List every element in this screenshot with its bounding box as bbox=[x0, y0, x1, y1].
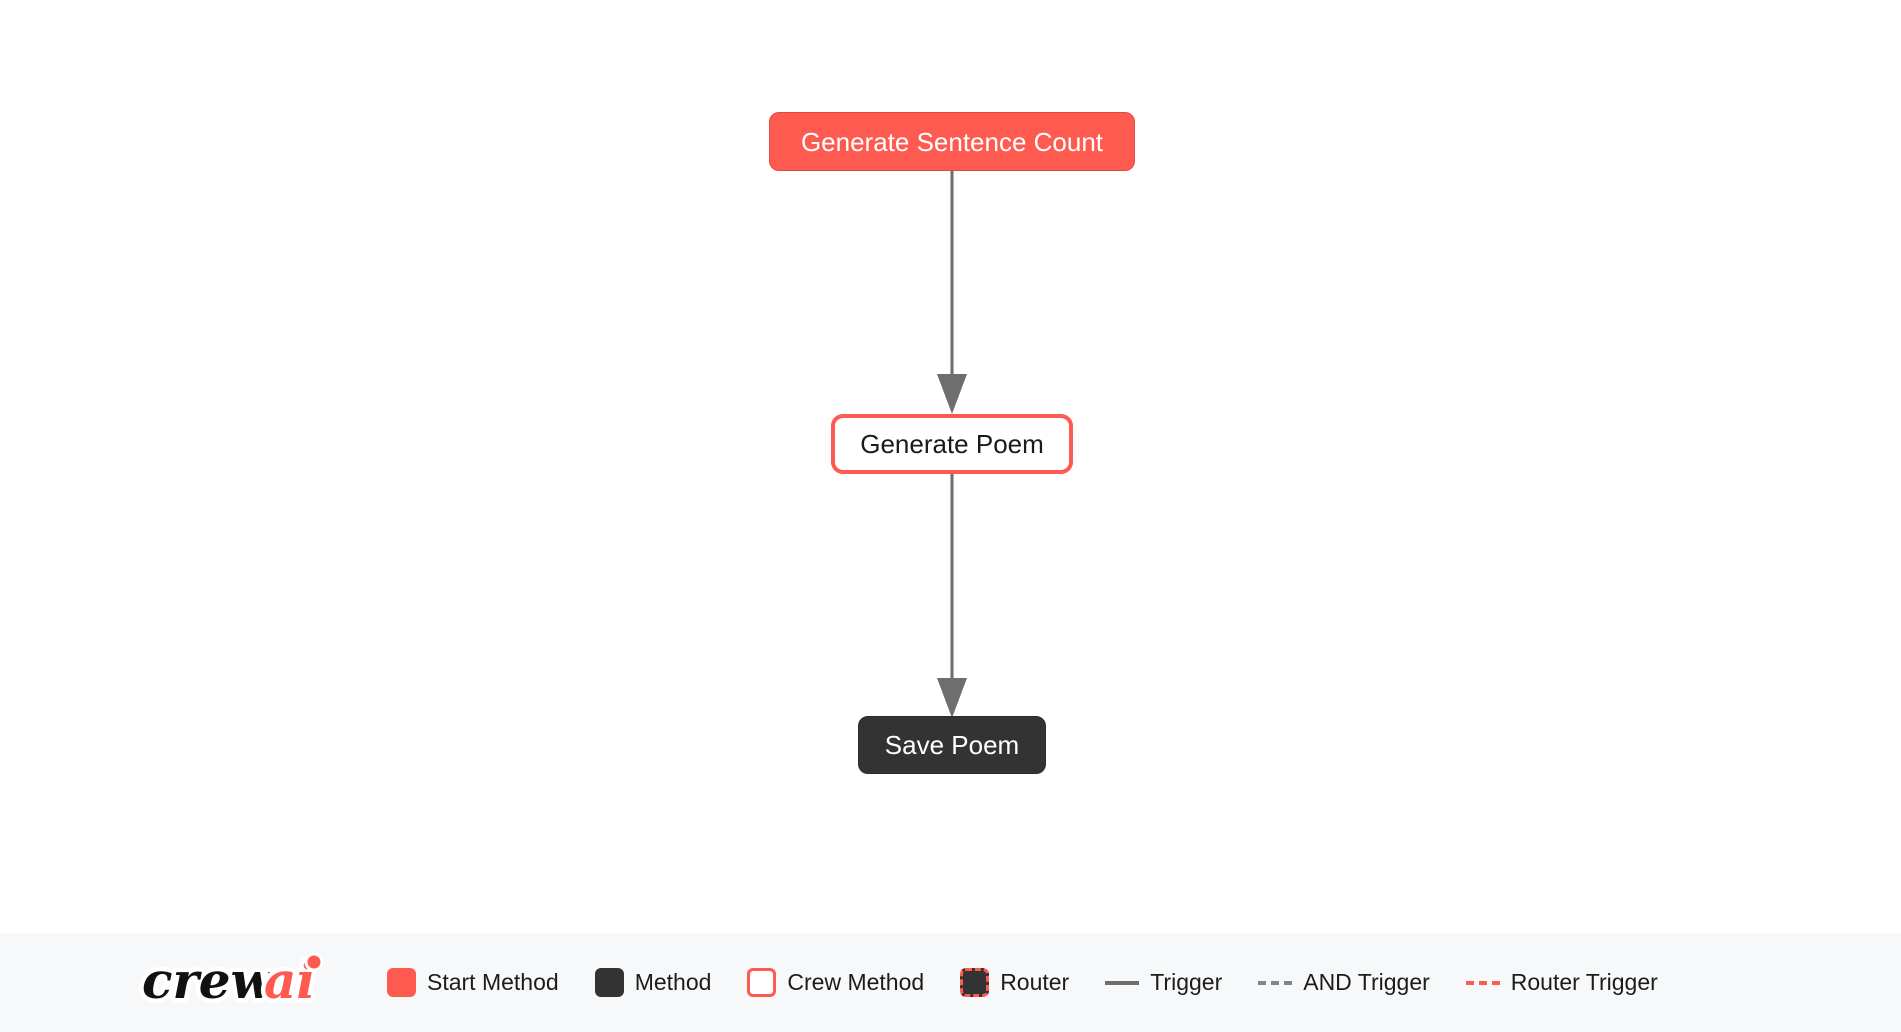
flow-node-label: Generate Sentence Count bbox=[800, 126, 1104, 157]
legend-item-method[interactable]: Method bbox=[594, 968, 712, 997]
flow-node-generate-poem[interactable]: Generate Poem bbox=[831, 414, 1073, 474]
legend-item-trigger[interactable]: Trigger bbox=[1105, 971, 1222, 994]
logo-dot-outline-icon bbox=[304, 952, 324, 971]
edge-layer bbox=[937, 171, 967, 718]
flow-diagram-canvas: Generate Sentence Count Generate Poem Sa… bbox=[769, 112, 1135, 774]
legend-item-and-trigger[interactable]: AND Trigger bbox=[1258, 971, 1430, 994]
logo-outline-crew: crew bbox=[142, 951, 276, 1010]
crew-method-swatch-icon bbox=[747, 968, 777, 997]
method-swatch-icon bbox=[594, 968, 624, 997]
legend-label: Crew Method bbox=[787, 969, 925, 995]
legend-label: Method bbox=[634, 969, 712, 995]
trigger-line-icon bbox=[1105, 981, 1140, 985]
flow-node-save-poem[interactable]: Save Poem bbox=[858, 716, 1046, 774]
legend-bar: crew crew ai ai Start Method Method Crew… bbox=[0, 933, 1901, 1032]
flow-node-label: Save Poem bbox=[884, 730, 1020, 760]
legend-label: Trigger bbox=[1150, 969, 1223, 995]
logo-dot-icon bbox=[306, 953, 322, 970]
legend-label: Router bbox=[1000, 969, 1070, 995]
router-trigger-line-icon bbox=[1465, 981, 1500, 985]
legend-label: Start Method bbox=[427, 969, 559, 995]
legend-label: Router Trigger bbox=[1510, 969, 1658, 995]
legend-label: AND Trigger bbox=[1303, 969, 1430, 995]
arrowhead-icon bbox=[937, 678, 967, 718]
legend-item-start-method[interactable]: Start Method bbox=[387, 968, 559, 997]
and-trigger-line-icon bbox=[1258, 981, 1293, 985]
legend-item-router[interactable]: Router bbox=[960, 968, 1069, 997]
flow-node-generate-sentence-count[interactable]: Generate Sentence Count bbox=[769, 112, 1135, 171]
legend-item-crew-method[interactable]: Crew Method bbox=[747, 968, 924, 997]
arrowhead-icon bbox=[937, 374, 967, 414]
start-method-swatch-icon bbox=[387, 968, 416, 997]
router-swatch-icon bbox=[960, 968, 990, 997]
logo-text-crew: crew bbox=[142, 951, 276, 1010]
flow-node-label: Generate Poem bbox=[860, 429, 1044, 459]
edge-generate-sentence-count-to-generate-poem bbox=[937, 171, 967, 414]
legend-item-router-trigger[interactable]: Router Trigger bbox=[1465, 969, 1658, 995]
crewai-logo: crew crew ai ai bbox=[138, 950, 324, 1012]
edge-generate-poem-to-save-poem bbox=[937, 474, 967, 718]
